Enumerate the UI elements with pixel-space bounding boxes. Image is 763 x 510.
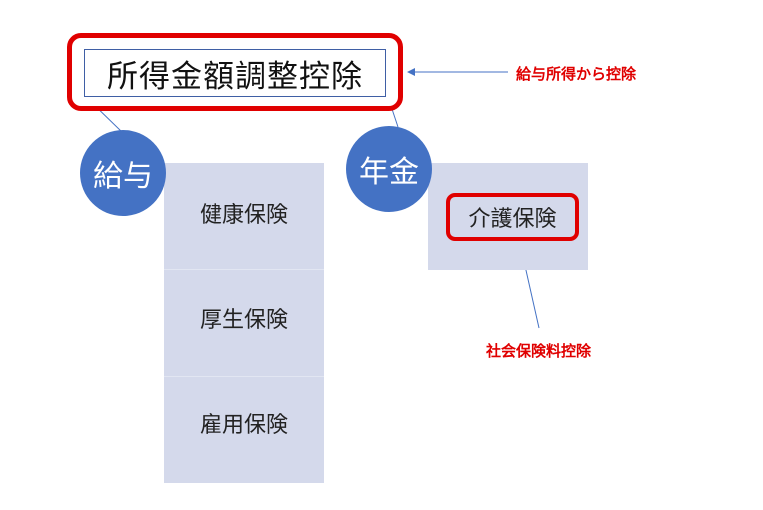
social-insurance-annotation: 社会保険料控除 <box>486 342 592 360</box>
separator <box>164 376 324 377</box>
pension-insurance-panel <box>428 163 588 270</box>
pension-circle: 年金 <box>346 126 432 212</box>
care-insurance-label: 介護保険 <box>446 193 579 241</box>
employment-insurance-label: 雇用保険 <box>199 413 288 438</box>
title-box: 所得金額調整控除 <box>84 49 386 97</box>
separator <box>164 269 324 270</box>
salary-insurance-panel: 健康保険 厚生保険 雇用保険 <box>164 163 324 483</box>
pension-insurance-label: 厚生保険 <box>199 308 288 333</box>
salary-circle: 給与 <box>80 130 166 216</box>
income-deduction-annotation: 給与所得から控除 <box>516 65 637 83</box>
health-insurance-label: 健康保険 <box>199 203 288 228</box>
